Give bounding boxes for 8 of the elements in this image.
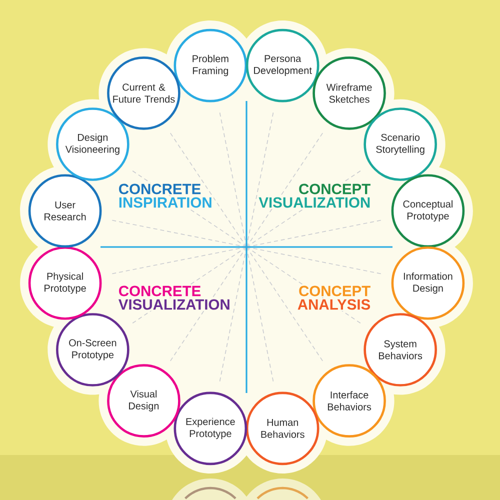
quadrant-label: VISUALIZATION	[257, 196, 372, 209]
quadrant-label: CONCRETE	[117, 182, 202, 196]
quadrant-label: CONCEPT	[297, 284, 372, 298]
quadrant-label: CONCEPT	[297, 182, 372, 196]
quadrant-label: ANALYSIS	[296, 298, 372, 311]
quadrant-label: INSPIRATION	[117, 196, 214, 209]
quadrant-label: CONCRETE	[117, 284, 202, 298]
quadrant-label: VISUALIZATION	[117, 298, 232, 311]
